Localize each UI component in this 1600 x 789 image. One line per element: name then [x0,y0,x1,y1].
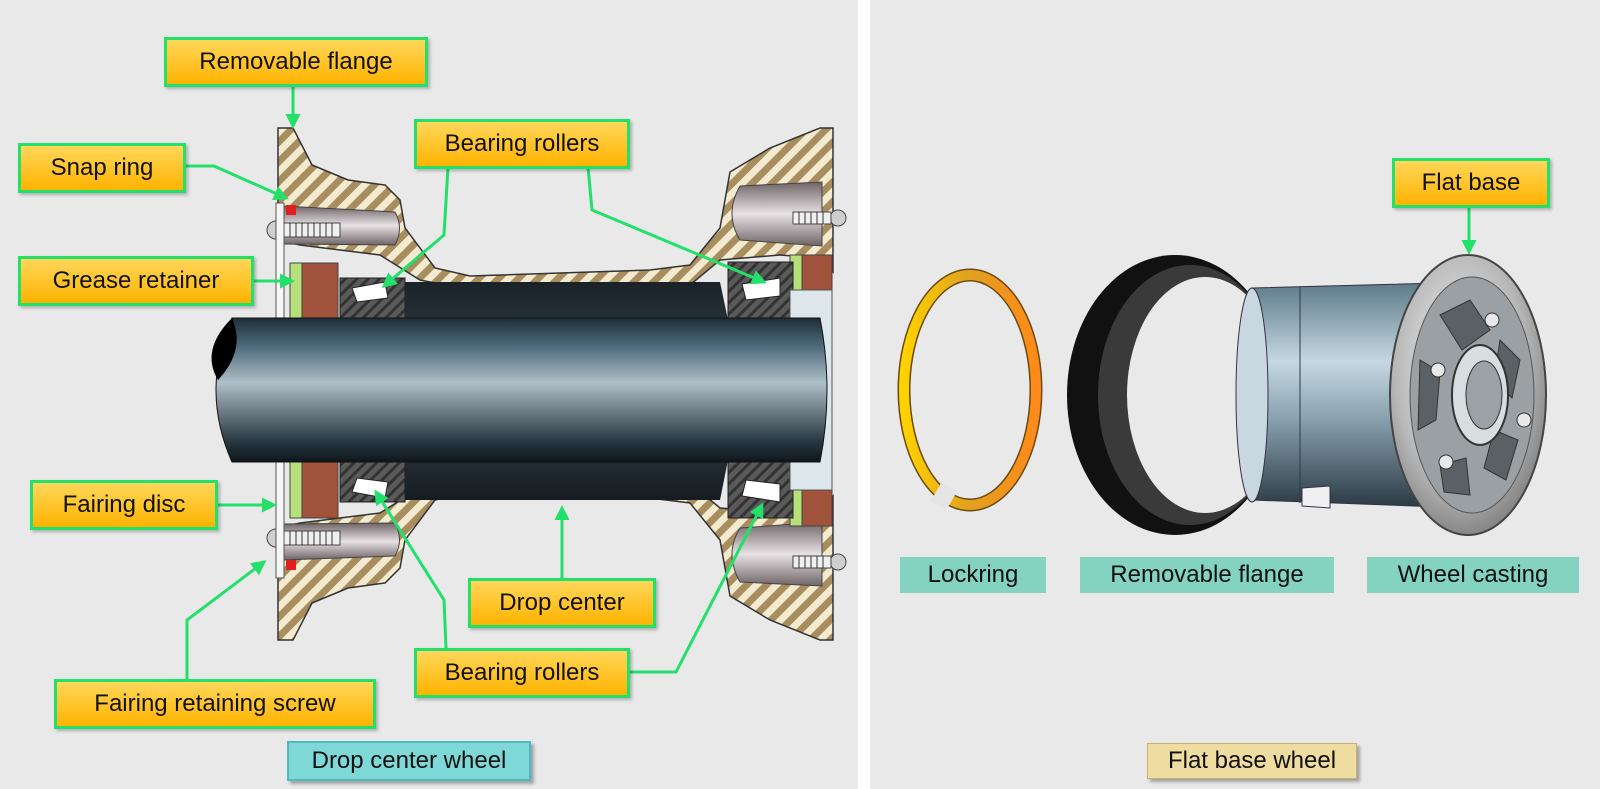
flat-base-wheel-title: Flat base wheel [1147,743,1357,779]
label-bearing-rollers-top: Bearing rollers [414,119,630,169]
upper-hub-casting [277,127,834,291]
axle-end-cut [211,318,237,380]
label-flat-base: Flat base [1392,158,1550,208]
lower-right-screw [792,553,847,571]
snap-ring-upper [286,205,296,215]
grease-retainer-felt-lower [289,461,303,519]
bearing-roller-left-upper [351,281,389,303]
upper-right-screw [792,209,847,227]
label-grease-retainer: Grease retainer [18,256,254,306]
label-snap-ring: Snap ring [18,143,186,193]
grease-retainer-upper [301,262,339,320]
bearing-roller-right-lower [741,479,781,503]
grease-retainer-right-upper [801,254,833,292]
grease-retainer-felt-upper [289,262,303,320]
label-drop-center: Drop center [468,578,656,628]
label-removable-flange: Removable flange [164,37,428,87]
grease-retainer-lower [301,461,339,519]
label-wheel-casting: Wheel casting [1367,557,1579,593]
grease-retainer-right-lower [801,489,833,527]
label-fairing-disc: Fairing disc [30,480,218,530]
label-removable-flange-part: Removable flange [1080,557,1334,593]
snap-ring-lower [286,560,296,570]
label-lockring: Lockring [900,557,1046,593]
drop-center-leader-lines [185,83,767,679]
upper-right-bolt-hole [731,181,823,247]
label-bearing-rollers-bottom: Bearing rollers [414,648,630,698]
drop-center-wheel-title: Drop center wheel [287,741,531,781]
lockring-illustration [897,268,1043,512]
drop-center-wheel-section [211,127,847,641]
label-fairing-retaining-screw: Fairing retaining screw [54,679,376,729]
wheel-casting-illustration [1235,254,1547,536]
lower-right-bolt-hole [731,521,823,587]
panel-divider [858,0,870,789]
axle [215,317,828,463]
